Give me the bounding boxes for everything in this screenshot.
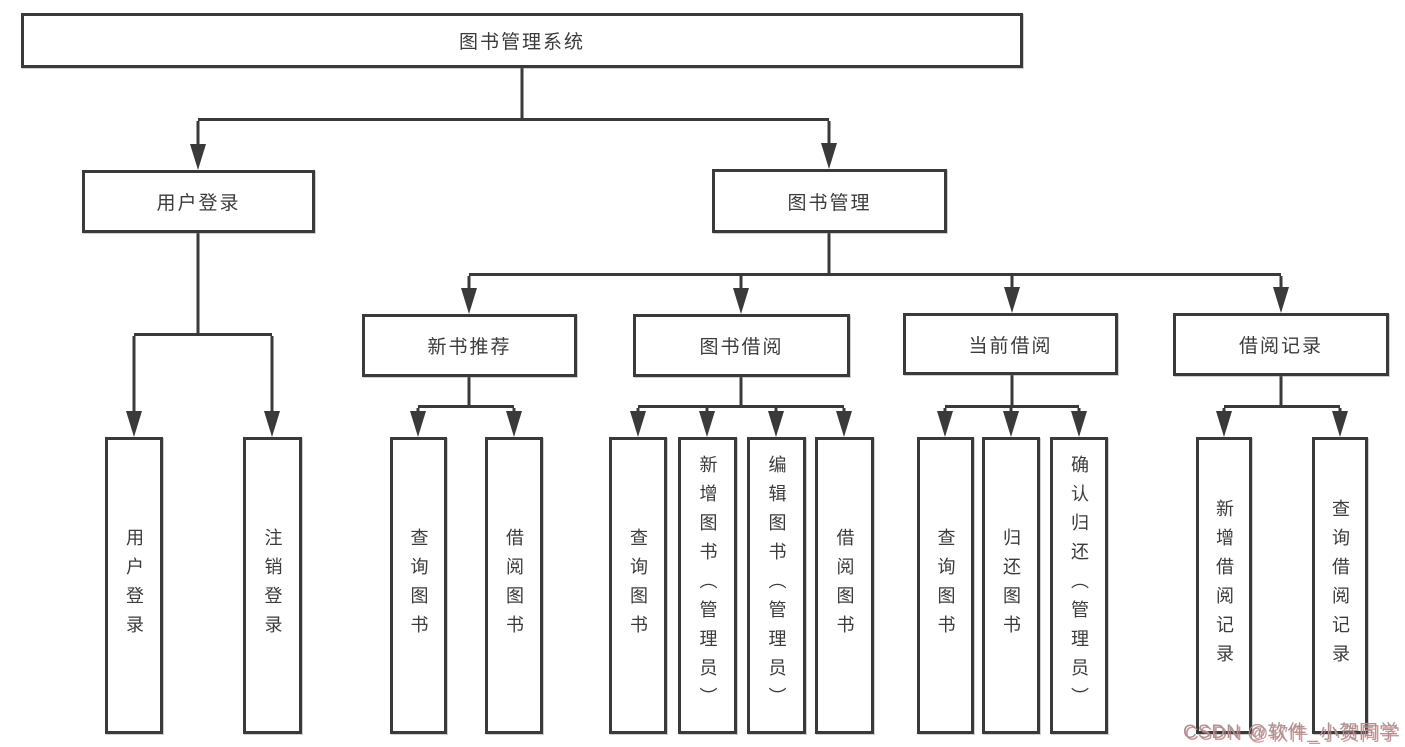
- node-book-management: 图书管理: [712, 169, 947, 233]
- node-label: 用户登录: [156, 193, 241, 214]
- connector-book-borrowing-to-leaves: [630, 377, 852, 437]
- arrowhead: [264, 411, 280, 437]
- arrowhead: [461, 288, 477, 314]
- node-label: 注销登录: [262, 527, 283, 644]
- connector-book-management-to-level3: [461, 233, 1289, 314]
- node-query-borrow-record: 查询借阅记录: [1312, 437, 1368, 734]
- connector-new-book-rec-to-leaves: [410, 377, 522, 437]
- connector-current-borrow-to-leaves: [937, 375, 1087, 437]
- arrowhead: [1273, 287, 1289, 313]
- connector-borrow-records-to-leaves: [1216, 376, 1348, 437]
- node-label: 查询图书: [935, 527, 956, 644]
- node-borrowing-records: 借阅记录: [1173, 313, 1389, 376]
- connector-root-to-level2: [190, 68, 837, 170]
- node-query-books-current: 查询图书: [917, 437, 974, 734]
- arrowhead: [1003, 411, 1019, 437]
- node-user-login: 用户登录: [105, 437, 163, 734]
- arrowhead: [937, 411, 953, 437]
- node-add-borrow-record: 新增借阅记录: [1196, 437, 1252, 734]
- node-borrow-books-newrec: 借阅图书: [485, 437, 543, 734]
- node-label: 借阅图书: [834, 527, 855, 644]
- arrowhead: [506, 411, 522, 437]
- node-label: 确认归还（管理员）: [1069, 455, 1089, 716]
- node-query-books-newrec: 查询图书: [390, 437, 447, 734]
- node-label: 查询图书: [628, 527, 648, 644]
- node-query-books-borrowing: 查询图书: [609, 437, 667, 734]
- node-label: 查询借阅记录: [1330, 498, 1350, 673]
- node-label: 借阅图书: [504, 527, 524, 644]
- node-label: 归还图书: [1001, 527, 1021, 644]
- node-add-books-admin: 新增图书（管理员）: [678, 437, 737, 734]
- connector-user-login-to-leaves: [126, 233, 280, 437]
- arrowhead: [630, 411, 646, 437]
- arrowhead: [190, 144, 206, 170]
- node-label: 用户登录: [124, 527, 144, 644]
- arrowhead: [768, 411, 784, 437]
- node-label: 新书推荐: [427, 337, 512, 358]
- node-edit-books-admin: 编辑图书（管理员）: [747, 437, 806, 734]
- node-return-books: 归还图书: [982, 437, 1040, 734]
- node-label: 图书管理系统: [458, 32, 585, 53]
- node-label: 图书借阅: [699, 337, 784, 358]
- arrowhead: [733, 288, 749, 314]
- arrowhead: [699, 411, 715, 437]
- arrowhead: [126, 411, 142, 437]
- node-label: 查询图书: [408, 527, 429, 644]
- arrowhead: [1004, 287, 1020, 313]
- arrowhead: [1071, 411, 1087, 437]
- node-label: 编辑图书（管理员）: [766, 455, 787, 716]
- node-label: 新增借阅记录: [1214, 498, 1234, 673]
- node-label: 当前借阅: [968, 335, 1053, 357]
- node-library-management-system: 图书管理系统: [21, 13, 1023, 68]
- node-user-login-group: 用户登录: [82, 170, 315, 233]
- node-confirm-return-admin: 确认归还（管理员）: [1050, 437, 1108, 734]
- node-borrow-books-borrowing: 借阅图书: [815, 437, 874, 734]
- node-current-borrowing: 当前借阅: [903, 313, 1118, 375]
- node-logout: 注销登录: [243, 437, 302, 734]
- arrowhead: [1332, 411, 1348, 437]
- arrowhead: [410, 411, 426, 437]
- node-label: 图书管理: [787, 192, 872, 214]
- arrowhead: [1216, 411, 1232, 437]
- node-label: 新增图书（管理员）: [697, 455, 718, 716]
- csdn-watermark: CSDN @软件_小贺同学: [1183, 722, 1399, 743]
- arrowhead: [836, 411, 852, 437]
- node-book-borrowing: 图书借阅: [633, 314, 850, 377]
- node-new-book-recommendation: 新书推荐: [362, 314, 577, 377]
- arrowhead: [821, 143, 837, 169]
- node-label: 借阅记录: [1238, 336, 1323, 357]
